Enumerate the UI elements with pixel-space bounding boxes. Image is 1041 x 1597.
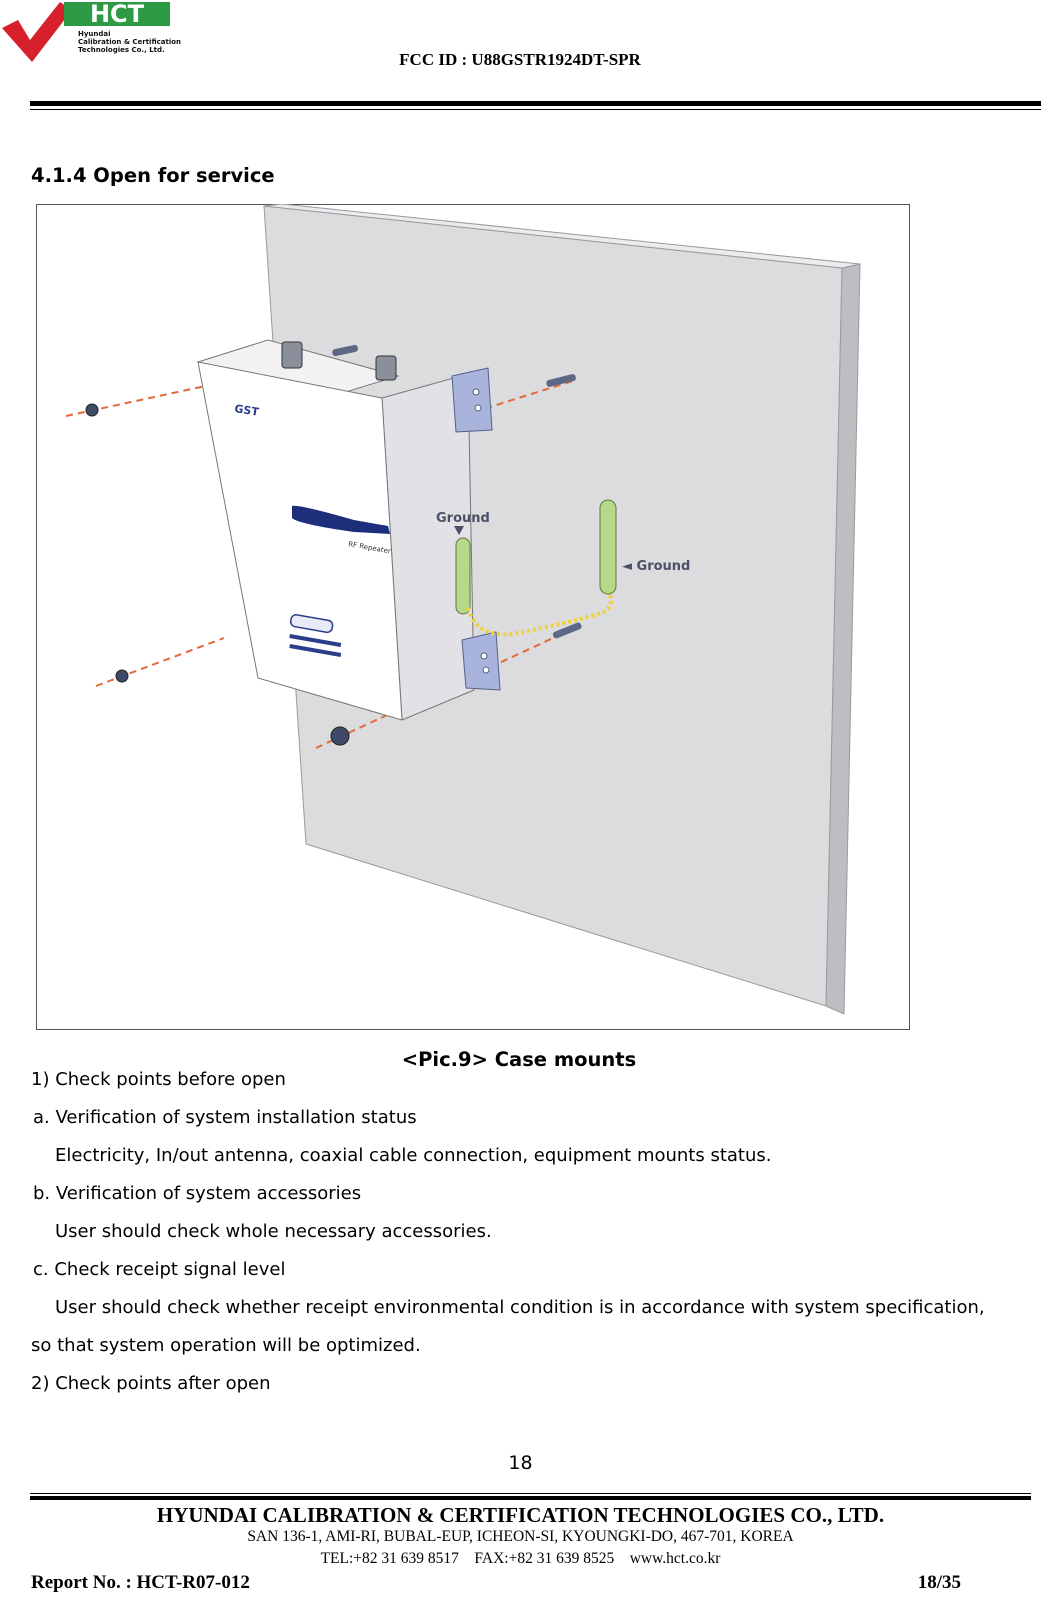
fcc-id: FCC ID : U88GSTR1924DT-SPR [399,50,641,69]
page-number: 18 [508,1452,533,1474]
device-brand: GST [234,402,261,419]
footer-rule [30,1496,1031,1500]
page-of-total: 18/35 [917,1572,961,1593]
body-line-3: Electricity, In/out antenna, coaxial cab… [55,1145,772,1166]
footer-rule-thin [30,1493,1031,1494]
device-status-panel [289,614,334,634]
logo-subtext-3: Technologies Co., Ltd. [78,46,165,54]
logo-subtext-1: Hyundai [78,30,111,38]
mounting-brackets [451,367,501,691]
body-line-8: so that system operation will be optimiz… [31,1335,421,1356]
header-rule-thin [30,109,1041,110]
report-number: Report No. : HCT-R07-012 [31,1572,250,1593]
ground-cable [466,590,614,637]
body-line-1: 1) Check points before open [31,1069,286,1090]
body-line-5: User should check whole necessary access… [55,1221,492,1242]
body-line-6: c. Check receipt signal level [33,1259,286,1280]
ground-arrow-1 [454,526,464,535]
figure-caption: <Pic.9> Case mounts [401,1048,637,1071]
device-stripe [292,505,390,534]
company-contact: TEL:+82 31 639 8517 FAX:+82 31 639 8525 … [320,1550,721,1567]
device-indicator-bar-2 [289,644,342,657]
body-line-9: 2) Check points after open [31,1373,271,1394]
case-mount-figure: GST RF Repeater Ground ◄ Ground [36,204,910,1030]
antenna-connectors [281,341,397,381]
header-rule [30,101,1041,106]
hct-logo: HCT Hyundai Calibration & Certification … [2,0,181,62]
ground-label-2: ◄ Ground [622,559,690,574]
logo-subtext-2: Calibration & Certification [78,38,181,46]
ground-bars [455,499,617,615]
logo-text: HCT [90,0,145,28]
company-name: HYUNDAI CALIBRATION & CERTIFICATION TECH… [156,1503,885,1527]
wall-studs [332,344,582,639]
section-heading: 4.1.4 Open for service [31,164,275,187]
body-line-4: b. Verification of system accessories [33,1183,362,1204]
company-address: SAN 136-1, AMI-RI, BUBAL-EUP, ICHEON-SI,… [247,1528,794,1545]
ground-label-1: Ground [436,511,490,526]
cabinet-front [197,361,403,721]
body-line-2: a. Verification of system installation s… [33,1107,417,1128]
body-line-7: User should check whether receipt enviro… [55,1297,985,1318]
wall-top [263,204,861,269]
device-indicator-bar-1 [289,634,342,647]
